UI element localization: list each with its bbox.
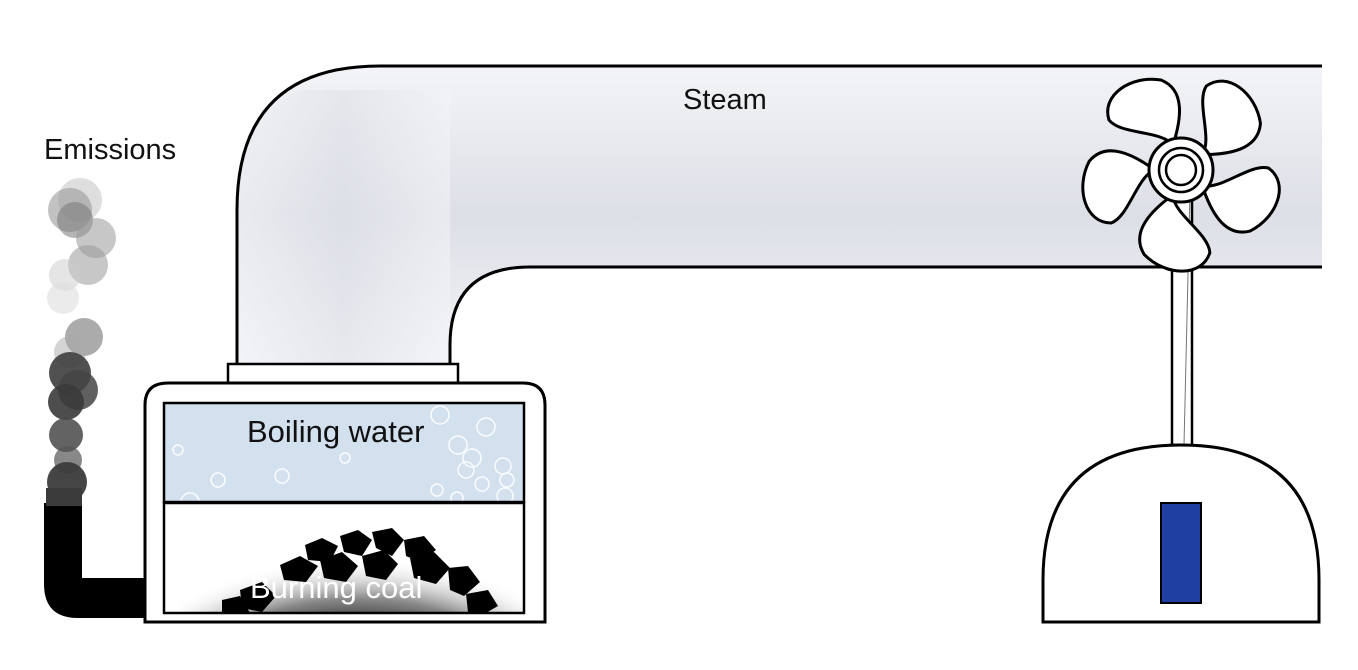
bubble (450, 491, 464, 502)
bubble (476, 417, 496, 437)
coal-lump (448, 566, 480, 596)
smoke-puff (48, 384, 84, 420)
bubble (462, 448, 482, 468)
fan-blade (1081, 149, 1158, 225)
pipe-flange (226, 362, 460, 385)
coal-lump (320, 552, 358, 582)
coal-lump (305, 538, 338, 562)
bubble (448, 435, 468, 455)
bubble (210, 472, 226, 488)
coal-lump (240, 582, 276, 612)
fan-blade (1199, 166, 1281, 234)
coal-lump (372, 528, 404, 556)
smoke-puffs (46, 178, 116, 506)
turbine-fan (1081, 77, 1281, 273)
fan-blade (1106, 77, 1181, 149)
boiler (143, 381, 547, 624)
bubble (499, 472, 515, 488)
coal-lump (280, 556, 318, 582)
coal-lump (340, 530, 372, 556)
bubble (274, 468, 290, 484)
steam-label: Steam (683, 84, 767, 116)
chimney (44, 503, 145, 618)
bubble (430, 483, 444, 497)
coal-pile (222, 528, 498, 613)
bubble (430, 405, 450, 425)
bubble (474, 476, 490, 492)
generator (1041, 443, 1321, 624)
bubble (339, 452, 351, 464)
furnace (162, 501, 526, 615)
generator-indicator (1160, 502, 1202, 604)
smoke-puff (49, 259, 81, 291)
coal-lump (362, 550, 398, 580)
bubble (172, 444, 184, 456)
fan-blade (1138, 192, 1212, 273)
boiling-water-label: Boiling water (247, 414, 425, 449)
emissions-label: Emissions (44, 134, 177, 166)
bubble (496, 487, 514, 502)
bubble (180, 492, 200, 502)
coal-lump (222, 596, 250, 613)
fan-blade (1199, 79, 1262, 157)
smoke-puff (47, 282, 79, 314)
burning-coal-label: Burning coal (250, 570, 423, 605)
smoke-puff (49, 418, 83, 452)
steam-pipe (226, 64, 1322, 385)
water-chamber (162, 401, 526, 504)
coal-lump (410, 552, 450, 584)
coal-lump (466, 590, 498, 613)
bubble (457, 461, 475, 479)
